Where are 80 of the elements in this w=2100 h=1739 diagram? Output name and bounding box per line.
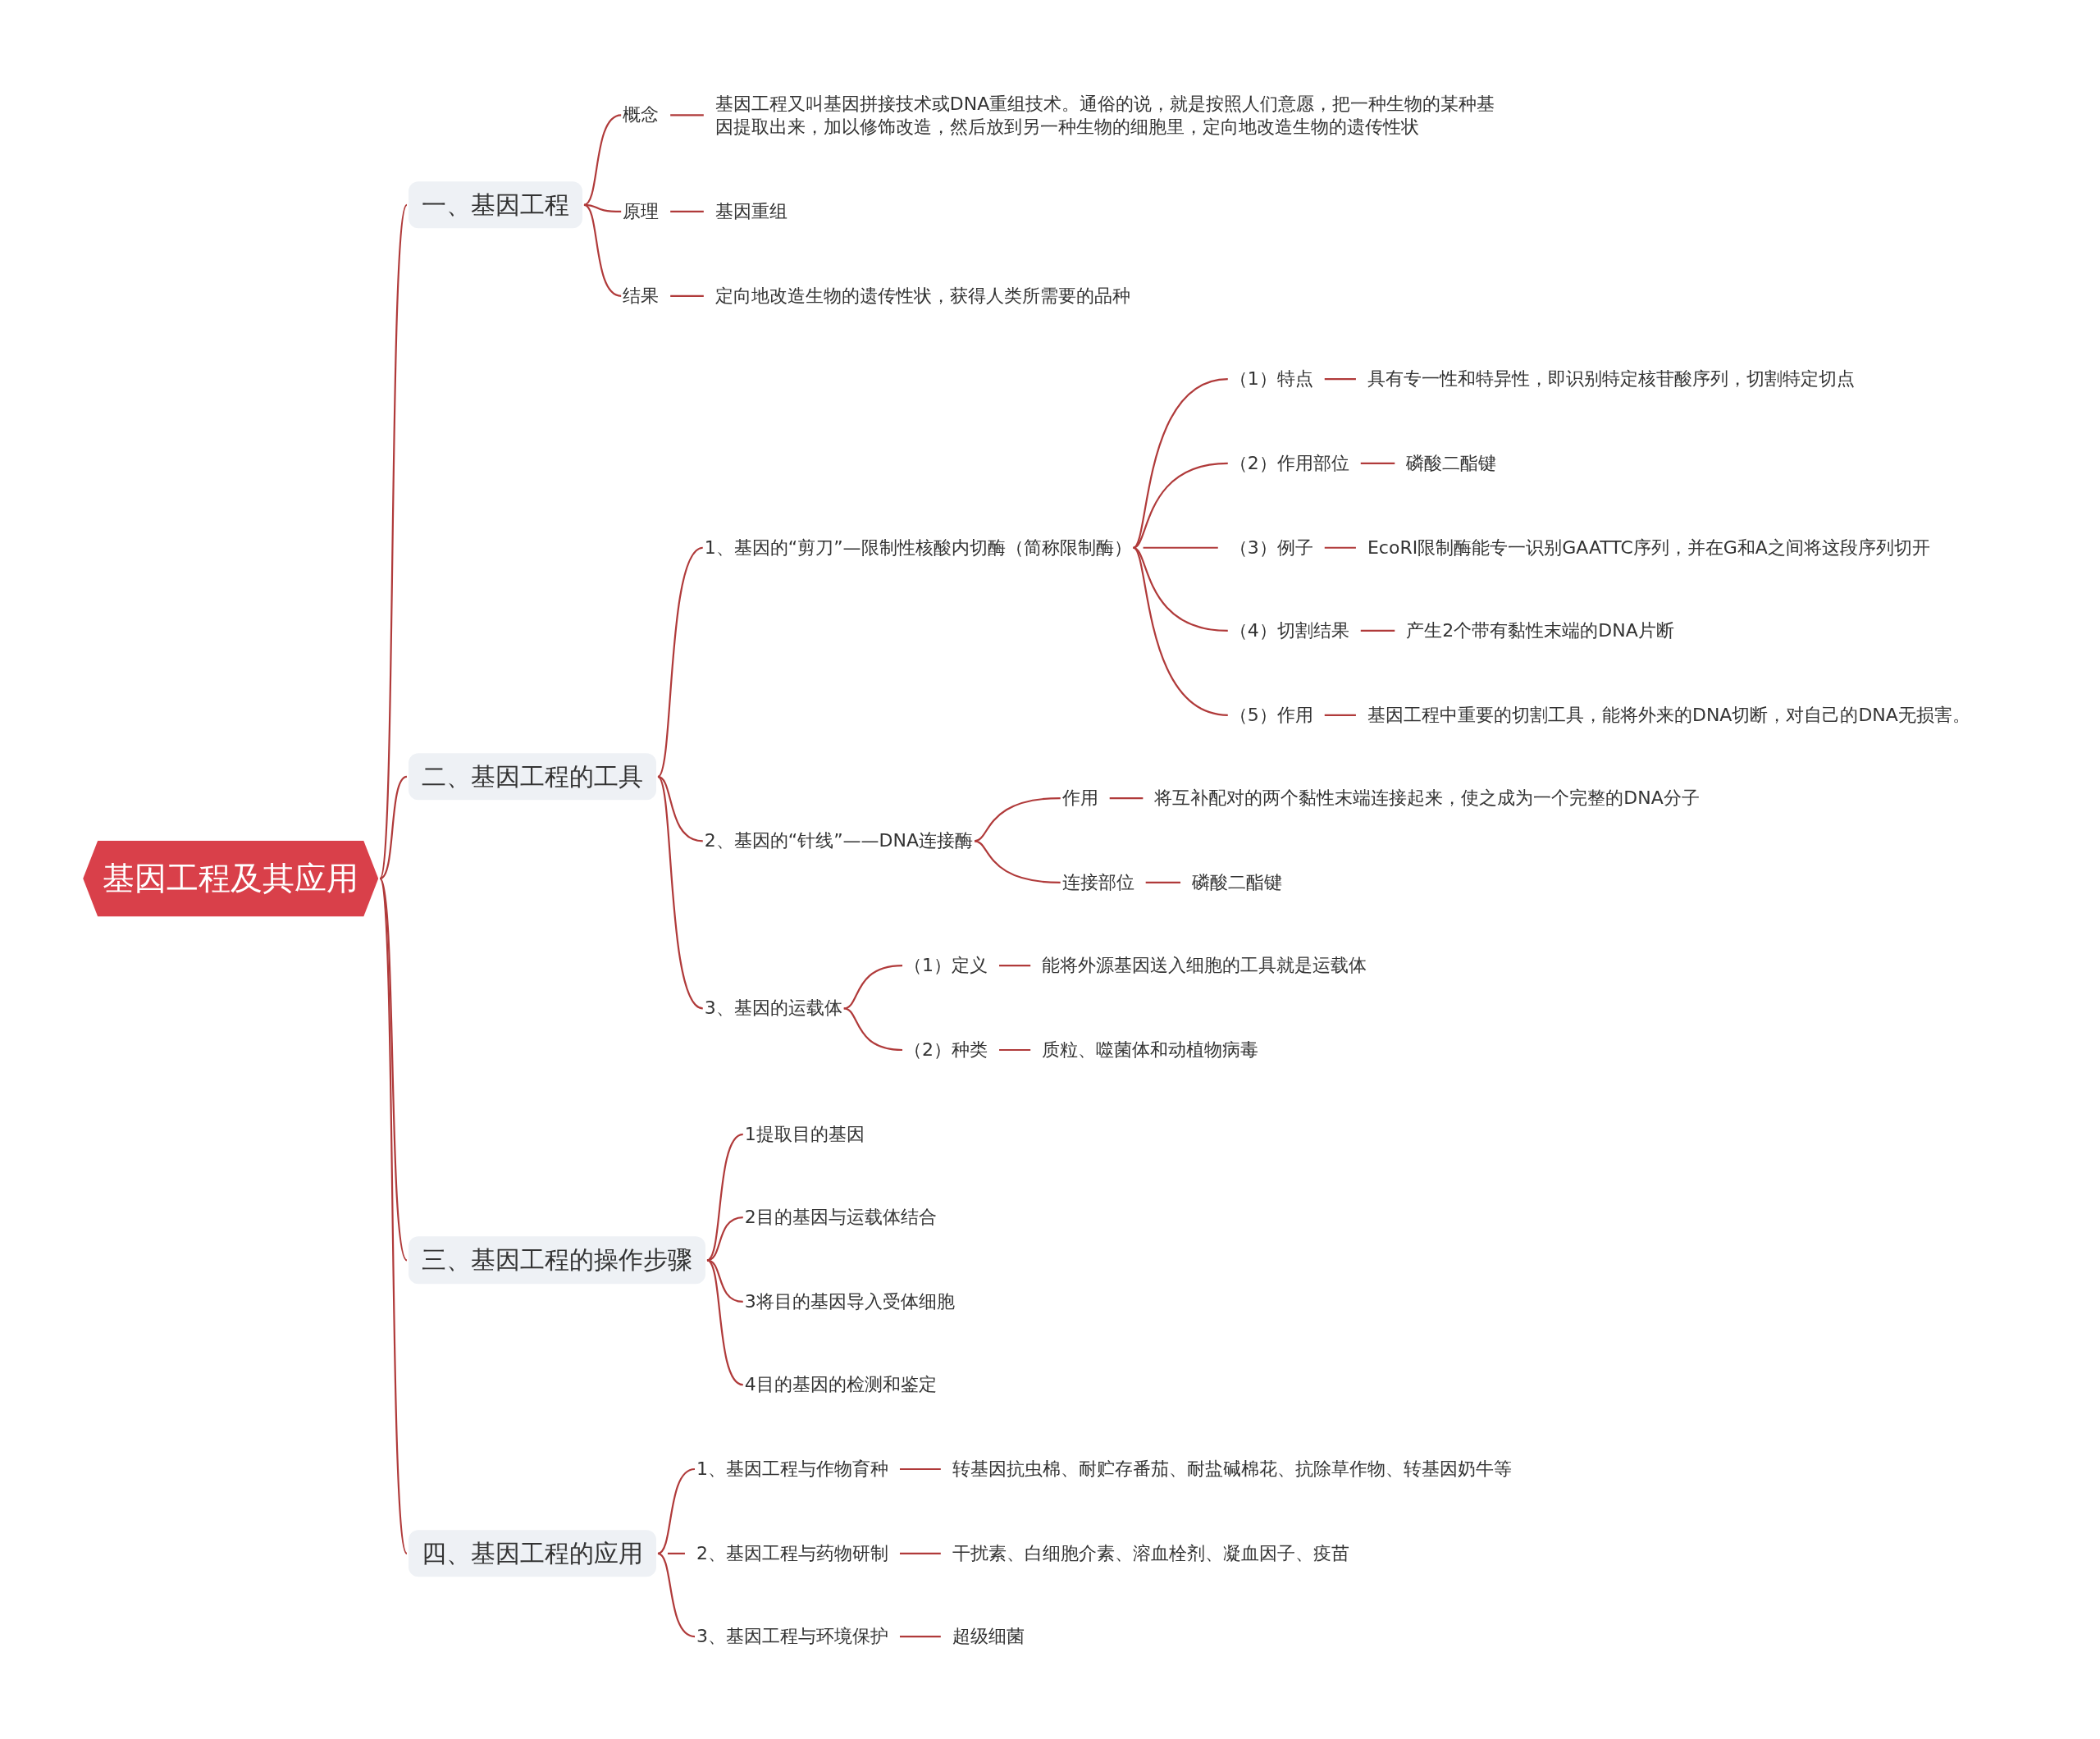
branch-label: （1）定义 bbox=[904, 954, 988, 977]
branch-label: 2、基因工程与药物研制 bbox=[696, 1542, 888, 1565]
branch-label: （2）作用部位 bbox=[1229, 452, 1349, 475]
branch-label: 1、基因工程与作物育种 bbox=[696, 1458, 888, 1481]
detail-text: EcoRI限制酶能专一识别GAATTC序列，并在G和A之间将这段序列切开 bbox=[1367, 536, 1930, 559]
topic-box: 一、基因工程 bbox=[408, 181, 582, 229]
connector-line bbox=[706, 1216, 743, 1262]
connector-line bbox=[1324, 546, 1356, 549]
connector-line bbox=[899, 1467, 941, 1471]
branch-label: 结果 bbox=[623, 285, 660, 308]
detail-text: 将互补配对的两个黏性末端连接起来，使之成为一个完整的DNA分子 bbox=[1154, 787, 1700, 810]
connector-line bbox=[1109, 796, 1144, 800]
connector-line bbox=[899, 1636, 941, 1638]
topic-box: 三、基因工程的操作步骤 bbox=[408, 1236, 705, 1285]
detail-text: 磷酸二酯键 bbox=[1192, 871, 1283, 894]
connector-line bbox=[706, 1259, 744, 1386]
branch-label: （5）作用 bbox=[1229, 704, 1313, 727]
connector-line bbox=[706, 1133, 744, 1262]
connector-line bbox=[657, 1467, 696, 1554]
connector-line bbox=[1132, 546, 1228, 716]
connector-line bbox=[670, 210, 704, 213]
detail-text: 转基因抗虫棉、耐贮存番茄、耐盐碱棉花、抗除草作物、转基因奶牛等 bbox=[952, 1458, 1512, 1481]
detail-text: 2目的基因与运载体结合 bbox=[744, 1206, 937, 1229]
detail-text: 质粒、噬菌体和动植物病毒 bbox=[1042, 1038, 1259, 1061]
detail-text: 1提取目的基因 bbox=[744, 1123, 865, 1146]
branch-label: （4）切割结果 bbox=[1229, 619, 1349, 642]
connector-line bbox=[1133, 546, 1228, 632]
connector-line bbox=[657, 776, 704, 1010]
detail-text: 基因工程又叫基因拼接技术或DNA重组技术。通俗的说，就是按照人们意愿，把一种生物的某种基因提取出来，加以修饰改造，然后放到另一种生物的细胞里，定向地改造生物的遗传性状 bbox=[714, 92, 1503, 138]
detail-text: 干扰素、白细胞介素、溶血栓剂、凝血因子、疫苗 bbox=[952, 1542, 1349, 1565]
connector-line bbox=[999, 965, 1031, 967]
topic-box: 二、基因工程的工具 bbox=[408, 753, 656, 801]
detail-text: 具有专一性和特异性，即识别特定核苷酸序列，切割特定切点 bbox=[1367, 367, 1855, 390]
connector-line bbox=[999, 1048, 1031, 1052]
connector-line bbox=[1132, 377, 1228, 549]
connector-line bbox=[657, 1552, 696, 1638]
connector-line bbox=[379, 878, 408, 1554]
connector-line bbox=[670, 294, 704, 297]
connector-line bbox=[379, 204, 408, 879]
detail-text: 定向地改造生物的遗传性状，获得人类所需要的品种 bbox=[714, 285, 1130, 308]
connector-line bbox=[899, 1552, 941, 1554]
connector-line bbox=[1324, 714, 1356, 716]
connector-line bbox=[1360, 629, 1395, 632]
branch-label: 3、基因工程与环境保护 bbox=[696, 1625, 888, 1648]
detail-text: 基因重组 bbox=[714, 200, 788, 223]
branch-label: 1、基因的“剪刀”—限制性核酸内切酶（简称限制酶） bbox=[704, 536, 1132, 559]
detail-text: 3将目的基因导入受体细胞 bbox=[744, 1290, 955, 1313]
connector-line bbox=[1143, 546, 1218, 549]
detail-text: 超级细菌 bbox=[952, 1625, 1025, 1648]
connector-line bbox=[1133, 462, 1228, 549]
connector-line bbox=[657, 775, 703, 842]
branch-label: （2）种类 bbox=[904, 1038, 988, 1061]
connector-line bbox=[1145, 881, 1181, 883]
branch-label: 概念 bbox=[623, 103, 660, 127]
connector-line bbox=[379, 775, 408, 879]
connector-line bbox=[843, 965, 903, 1010]
branch-label: （1）特点 bbox=[1229, 367, 1313, 390]
connector-line bbox=[583, 114, 622, 206]
branch-label: 3、基因的运载体 bbox=[704, 997, 842, 1020]
detail-text: 基因工程中重要的切割工具，能将外来的DNA切断，对自己的DNA无损害。 bbox=[1367, 704, 1970, 727]
connector-line bbox=[583, 203, 622, 297]
central-topic: 基因工程及其应用 bbox=[83, 840, 379, 917]
branch-label: 作用 bbox=[1061, 787, 1098, 810]
branch-label: 连接部位 bbox=[1061, 871, 1134, 894]
detail-text: 产生2个带有黏性末端的DNA片断 bbox=[1406, 619, 1674, 642]
connector-line bbox=[670, 114, 704, 116]
connector-line bbox=[657, 546, 704, 778]
detail-text: 能将外源基因送入细胞的工具就是运载体 bbox=[1042, 954, 1367, 977]
detail-text: 4目的基因的检测和鉴定 bbox=[744, 1373, 937, 1396]
connector-line bbox=[1360, 462, 1395, 464]
branch-label: （3）例子 bbox=[1229, 536, 1313, 559]
branch-label: 2、基因的“针线”——DNA连接酶 bbox=[704, 829, 973, 853]
connector-line bbox=[379, 878, 408, 1261]
connector-line bbox=[974, 840, 1061, 883]
connector-line bbox=[843, 1007, 903, 1052]
topic-box: 四、基因工程的应用 bbox=[408, 1530, 656, 1577]
connector-line bbox=[667, 1552, 685, 1554]
connector-line bbox=[1324, 377, 1356, 381]
detail-text: 磷酸二酯键 bbox=[1406, 452, 1497, 475]
branch-label: 原理 bbox=[623, 200, 660, 223]
